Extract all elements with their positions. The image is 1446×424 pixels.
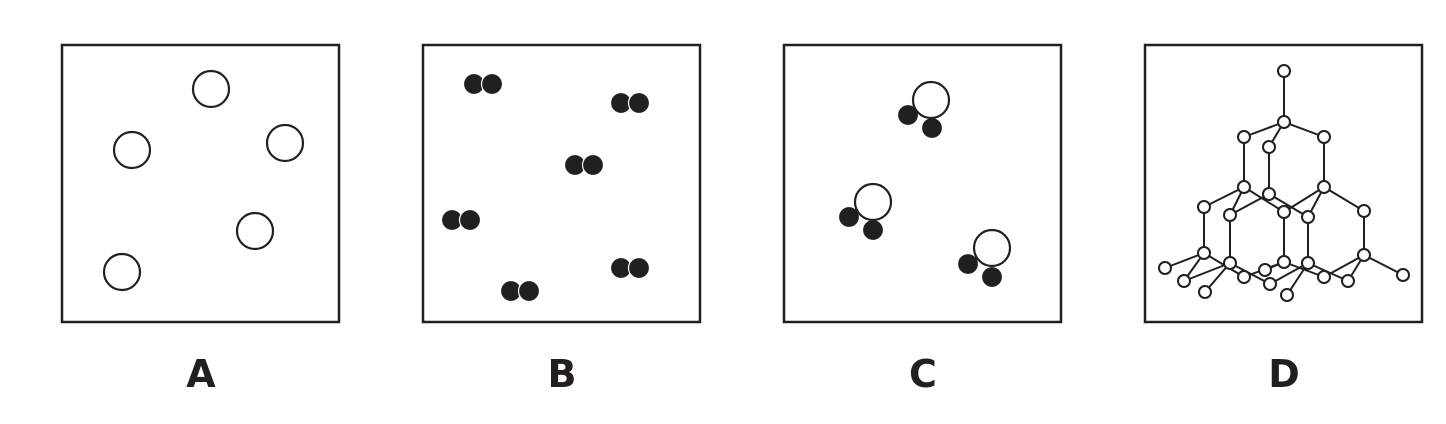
triatomic-molecule <box>837 182 893 242</box>
lattice-atom <box>1237 270 1251 284</box>
lattice-atom <box>1357 248 1371 262</box>
diatomic-molecule <box>462 72 504 96</box>
lattice-atom <box>1317 270 1331 284</box>
diatomic-molecule <box>563 153 605 177</box>
panel-c <box>782 43 1063 324</box>
atom <box>235 211 275 251</box>
diatomic-molecule <box>609 91 651 115</box>
lattice-atom <box>1158 261 1172 275</box>
lattice-atom <box>1223 208 1237 222</box>
lattice-atom <box>1262 187 1276 201</box>
atom <box>265 123 305 163</box>
diatomic-molecule <box>609 256 651 280</box>
panel-a-atoms <box>102 69 305 292</box>
panel-a-frame <box>60 43 341 324</box>
lattice-atom <box>1277 64 1291 78</box>
panel-b-molecules <box>440 72 651 303</box>
lattice-atom <box>1317 130 1331 144</box>
lattice-atom <box>1237 180 1251 194</box>
lattice-atom <box>1357 204 1371 218</box>
lattice-atom <box>1317 180 1331 194</box>
lattice-atom <box>1263 277 1277 291</box>
lattice-atom <box>1277 205 1291 219</box>
panel-c-label: C <box>909 352 937 396</box>
panel-a-label: A <box>186 352 216 396</box>
triatomic-molecule <box>956 228 1012 289</box>
lattice-atom <box>1177 274 1191 288</box>
panel-b-label: B <box>547 352 577 396</box>
atom <box>102 252 142 292</box>
panel-b-frame <box>421 43 702 324</box>
panel-b <box>421 43 702 324</box>
lattice-atom <box>1237 130 1251 144</box>
lattice-atom <box>1301 210 1315 224</box>
atom <box>191 69 231 109</box>
triatomic-molecule <box>896 80 951 140</box>
lattice-atom <box>1197 246 1211 260</box>
lattice-atom <box>1396 268 1410 282</box>
lattice-atom <box>1341 274 1355 288</box>
lattice-atom <box>1258 263 1272 277</box>
lattice-atom <box>1197 200 1211 214</box>
lattice-atom <box>1262 140 1276 154</box>
panel-a <box>60 43 341 324</box>
lattice-atom <box>1198 285 1212 299</box>
panel-c-frame <box>782 43 1063 324</box>
lattice-atom <box>1277 115 1291 129</box>
lattice-atom <box>1223 256 1237 270</box>
panel-d <box>1143 43 1424 324</box>
lattice-atom <box>1277 255 1291 269</box>
panel-d-frame <box>1143 43 1424 324</box>
diatomic-molecule <box>499 279 541 303</box>
atom <box>112 130 152 170</box>
panel-d-label: D <box>1268 352 1300 396</box>
diatomic-molecule <box>440 208 482 232</box>
lattice-atom <box>1301 256 1315 270</box>
lattice-atoms <box>1158 64 1410 302</box>
lattice-atom <box>1280 288 1294 302</box>
